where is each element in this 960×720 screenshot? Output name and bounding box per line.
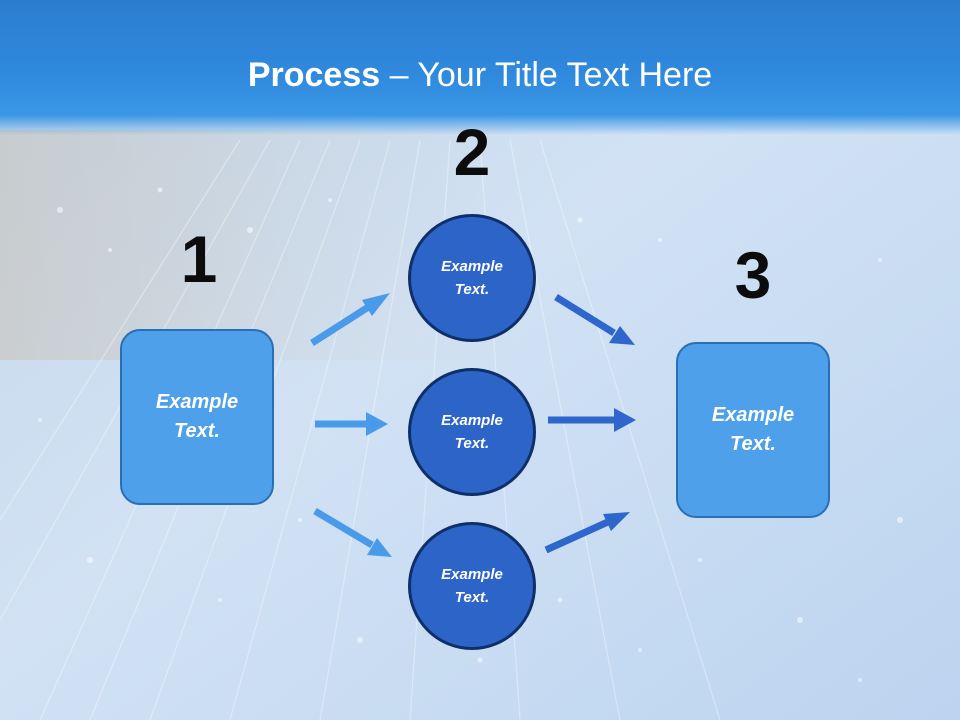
circle-3-text: Example Text. [441,566,503,606]
circle-1-text: Example Text. [441,258,503,298]
arrows-right-group [544,294,636,554]
title-bar [0,0,960,135]
arrow-to-circle-2 [315,412,388,436]
arrow-to-circle-3 [313,507,392,557]
step-3-text: Example Text. [711,404,795,455]
arrow-from-circle-1 [554,294,635,345]
step-1-box: Example Text. [120,329,274,505]
step-1-text: Example Text. [155,391,239,442]
circle-2-text: Example Text. [441,412,503,452]
arrow-to-circle-1 [310,293,390,346]
step-number-2: 2 [453,115,491,189]
step-3-box: Example Text. [676,342,830,518]
title-rest: – Your Title Text Here [380,56,713,94]
arrow-from-circle-3 [544,512,630,554]
step-number-3: 3 [734,238,772,312]
step-2-circle-bottom: Example Text. [408,522,536,650]
step-2-circle-top: Example Text. [408,214,536,342]
arrows-left-group [310,293,392,557]
step-2-circle-middle: Example Text. [408,368,536,496]
arrow-from-circle-2 [548,408,636,432]
step-number-1: 1 [180,222,218,296]
title-bold: Process [247,56,381,94]
slide-title: Process – Your Title Text Here [0,52,960,98]
